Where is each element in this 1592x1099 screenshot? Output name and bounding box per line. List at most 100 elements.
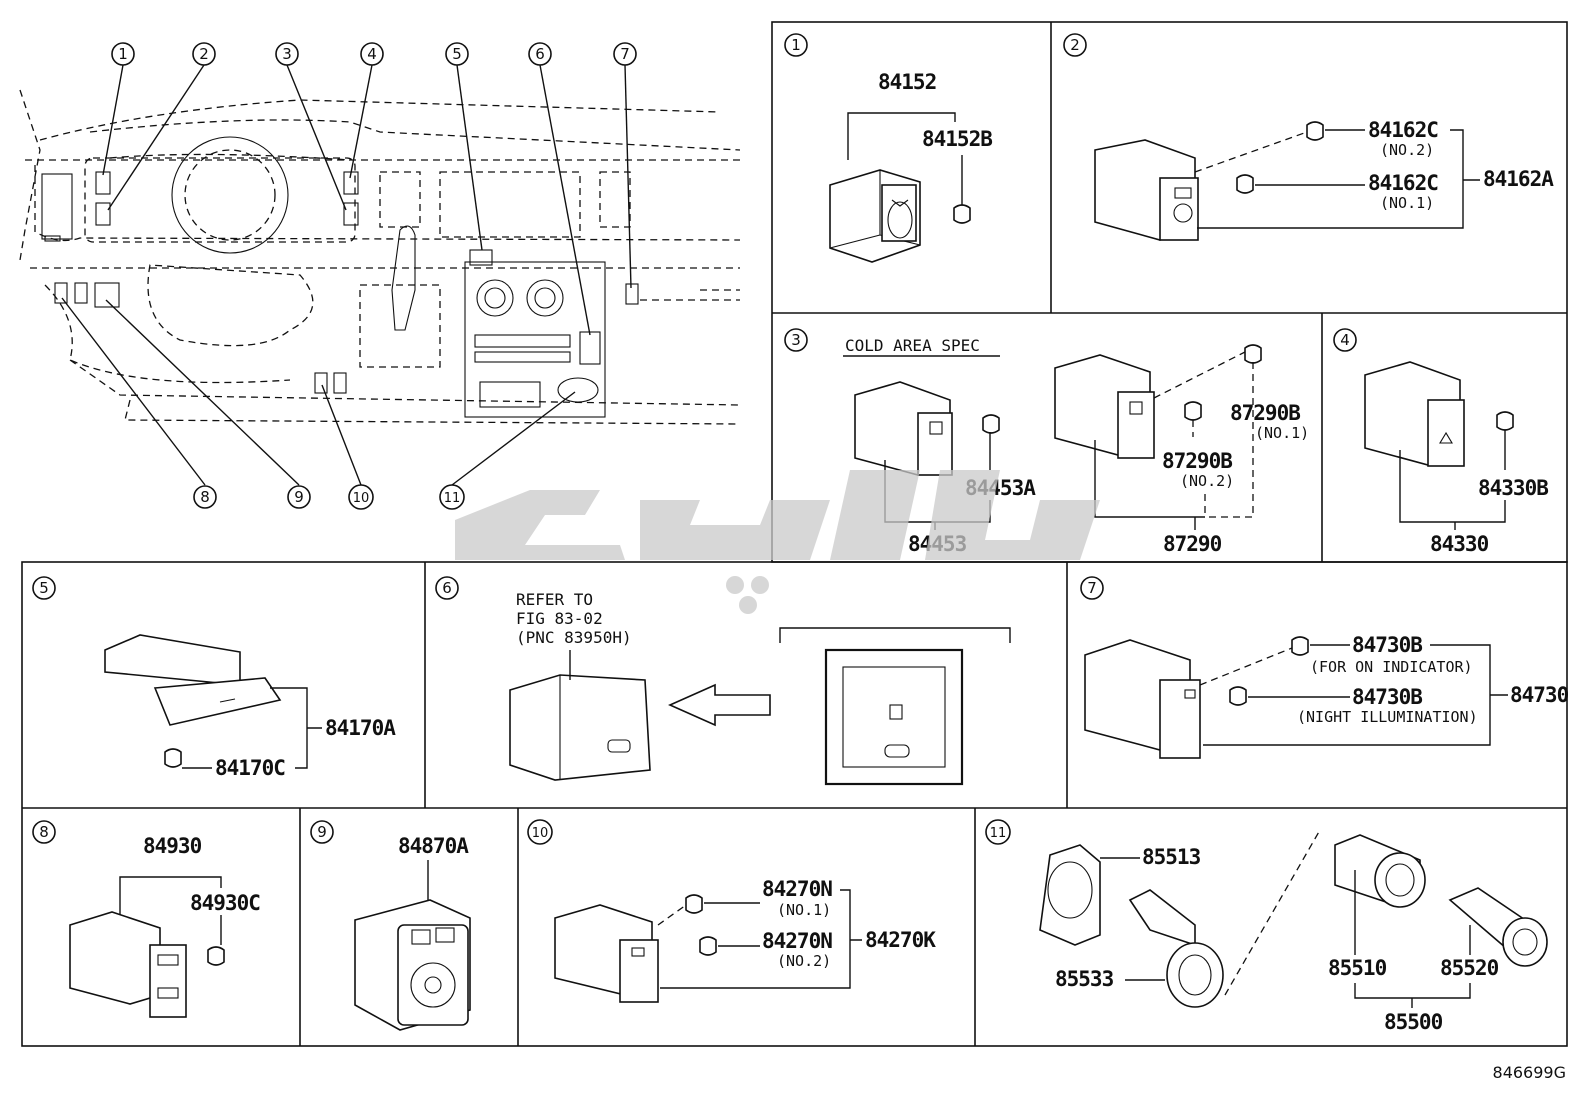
part-85510: 85510 [1328,956,1387,980]
svg-text:7: 7 [620,45,630,63]
socket-85510 [1334,834,1426,908]
bulb-84170C [164,748,182,768]
switch-84330 [1364,361,1465,467]
svg-text:1: 1 [791,36,801,54]
figure-id: 846699G [1493,1063,1566,1082]
part-84152: 84152 [878,70,936,94]
svg-text:6: 6 [442,579,452,597]
part-84730B-a-note: (FOR ON INDICATOR) [1310,658,1473,676]
svg-text:5: 5 [452,45,462,63]
panel-1: 1 84152 84152B [784,33,993,263]
sonar-switch [509,674,651,781]
panel-4-number: 4 [1333,328,1357,352]
svg-text:1: 1 [118,45,128,63]
part-84162C-b-note: (NO.1) [1380,194,1434,212]
panel-10-number: 10 [527,819,553,845]
svg-text:9: 9 [317,823,327,841]
svg-text:11: 11 [444,491,461,506]
part-84162C-a-note: (NO.2) [1380,141,1434,159]
part-84270N-a: 84270N [762,877,832,901]
part-84730: 84730 [1510,683,1569,707]
callout-11: 11 [439,484,465,510]
switch-84930 [69,911,187,1018]
switch-84453 [854,381,953,476]
part-84170C: 84170C [215,756,285,780]
part-84730B-b: 84730B [1352,685,1422,709]
switch-84162A [1094,139,1199,241]
part-84330B: 84330B [1478,476,1548,500]
sonar-button [884,704,910,758]
callout-10: 10 [348,484,374,510]
part-85533: 85533 [1055,967,1114,991]
switch-87290 [1054,354,1155,459]
panel-4: 4 84330B 84330 [1333,328,1549,556]
svg-text:9: 9 [294,488,304,506]
bulb-84270N-no1 [685,894,703,914]
part-87290B-a: 87290B [1230,401,1300,425]
switch-84152 [829,169,921,263]
part-84270N-b: 84270N [762,929,832,953]
callout-4: 4 [360,42,384,66]
overview-callouts: 1 2 3 4 5 6 7 8 9 10 11 [111,42,637,510]
svg-text:2: 2 [1070,36,1080,54]
callout-3: 3 [275,42,299,66]
panel-9-number: 9 [310,820,334,844]
callout-6: 6 [528,42,552,66]
callout-2: 2 [192,42,216,66]
svg-text:11: 11 [990,826,1007,841]
bulb-84330B [1496,411,1514,431]
bulb-84162C-no2 [1306,121,1324,141]
panel-7: 7 84730B (FOR ON INDICATOR) 84730B (NIGH… [1080,576,1570,759]
svg-text:5: 5 [39,579,49,597]
svg-text:4: 4 [367,45,377,63]
panel-borders [21,21,1568,1047]
panel-2: 2 84162C (NO.2) 84162C (NO.1) 84162A [1063,33,1555,241]
part-84930: 84930 [143,834,202,858]
part-84330: 84330 [1430,532,1489,556]
panel-10: 10 84270N (NO.1) 84270N (NO.2) 84270K [527,819,937,1003]
overview-leaders [61,64,632,486]
part-84162C-b: 84162C [1368,171,1438,195]
svg-text:4: 4 [1340,331,1350,349]
callout-7: 7 [613,42,637,66]
svg-text:3: 3 [791,331,801,349]
panel-3-number: 3 [784,328,808,352]
svg-text:2: 2 [199,45,209,63]
panel-8-number: 8 [32,820,56,844]
direction-arrow [668,683,771,727]
part-87290B-b: 87290B [1162,449,1232,473]
part-84730B-a: 84730B [1352,633,1422,657]
part-85520: 85520 [1440,956,1499,980]
bulb-84270N-no2 [699,936,717,956]
panel-11: 11 85513 85533 85510 85520 85500 [985,819,1548,1034]
part-85500: 85500 [1384,1010,1443,1034]
svg-text:6: 6 [535,45,545,63]
panel-11-number: 11 [985,819,1011,845]
callout-1: 1 [111,42,135,66]
switch-84270K [554,904,659,1003]
panel-8: 8 84930 84930C [32,820,261,1018]
mirror-switch-84870A [354,899,471,1031]
callout-9: 9 [287,485,311,509]
svg-text:8: 8 [200,488,210,506]
bulb-87290B-no2 [1184,401,1202,421]
dashboard-overview [19,89,741,425]
svg-text:3: 3 [282,45,292,63]
lighter-85520 [1448,887,1548,967]
bulb-84930C [207,946,225,966]
bulb-84453A [982,414,1000,434]
switch-84170A [104,634,282,726]
part-84270K: 84270K [865,928,936,952]
svg-text:7: 7 [1087,579,1097,597]
svg-text:10: 10 [353,491,370,506]
part-84870A: 84870A [398,834,469,858]
part-84170A: 84170A [325,716,396,740]
part-84930C: 84930C [190,891,260,915]
callout-8: 8 [193,485,217,509]
panel-1-number: 1 [784,33,808,57]
panel-7-number: 7 [1080,576,1104,600]
panel-5-number: 5 [32,576,56,600]
part-87290B-b-note: (NO.2) [1180,472,1234,490]
svg-text:10: 10 [532,826,549,841]
watermark-logo [455,470,1100,614]
